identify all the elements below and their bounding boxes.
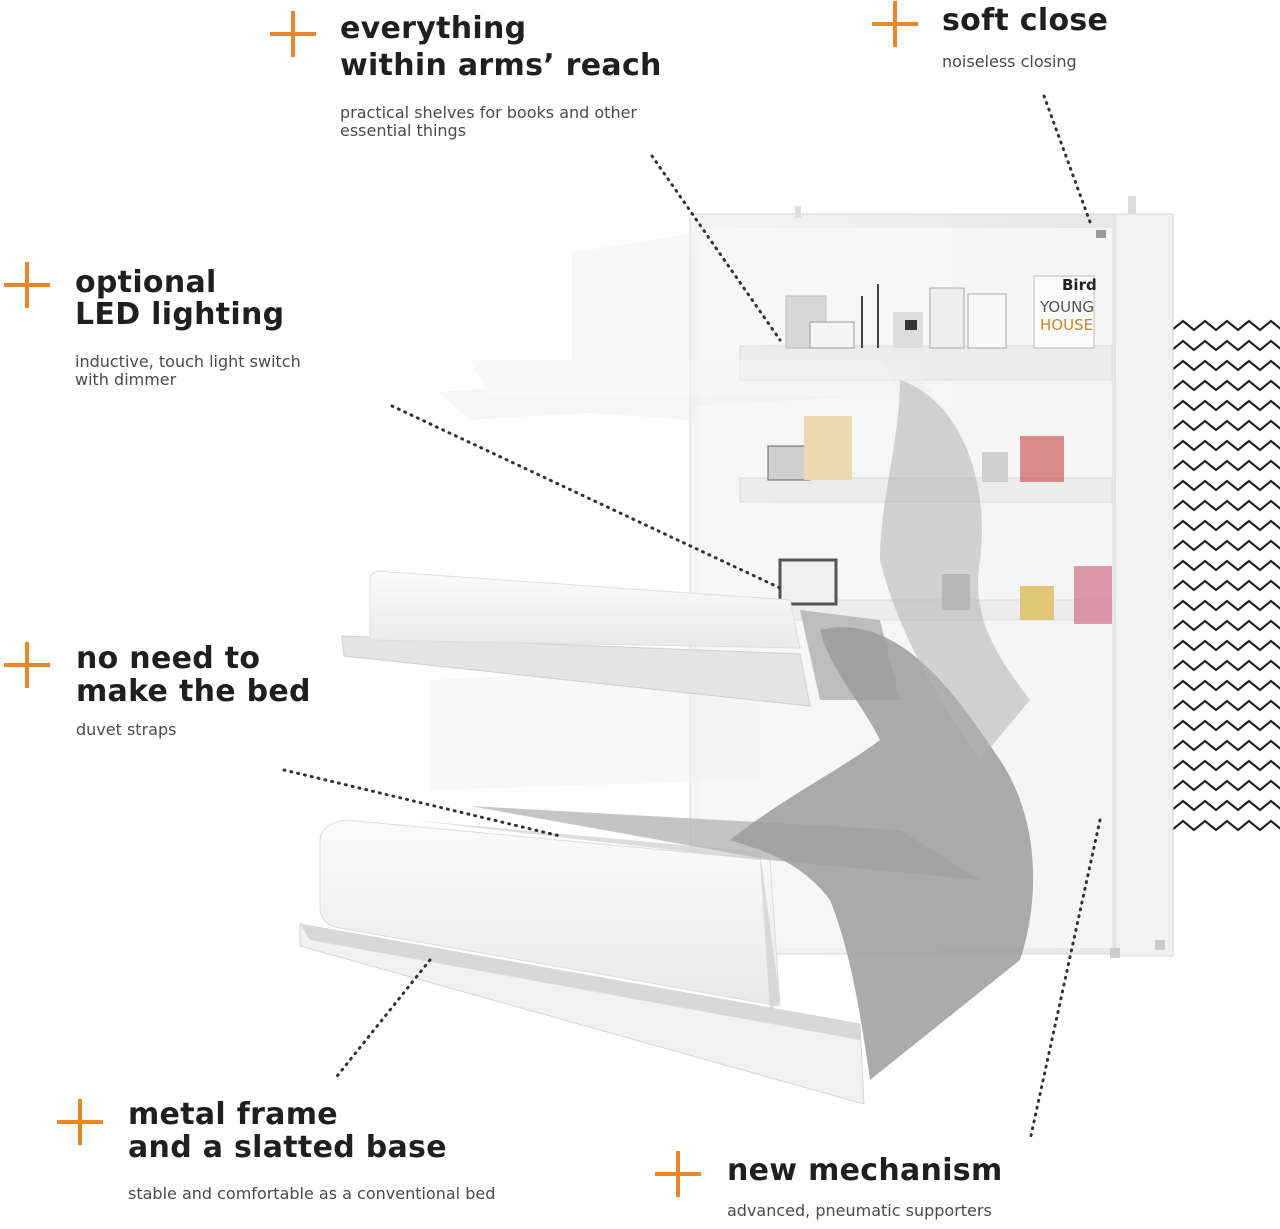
zigzag-line bbox=[1171, 679, 1280, 692]
feature-title-line2: and a slatted base bbox=[128, 1130, 447, 1165]
zigzag-line bbox=[1171, 359, 1280, 372]
plus-icon bbox=[872, 1, 918, 47]
zigzag-line bbox=[1171, 819, 1280, 832]
book-title: Bird bbox=[1062, 276, 1097, 294]
feature-description-line1: advanced, pneumatic supporters bbox=[727, 1201, 992, 1220]
feature-description-line1: inductive, touch light switch bbox=[75, 352, 301, 371]
feature-title-line1: no need to bbox=[76, 641, 261, 676]
feature-description-line1: noiseless closing bbox=[942, 52, 1077, 71]
plus-icon bbox=[4, 642, 50, 688]
zigzag-line bbox=[1171, 639, 1280, 652]
bed-motion-ghosts bbox=[430, 234, 932, 790]
feature-description-line1: practical shelves for books and other bbox=[340, 103, 638, 122]
book-title-3: HOUSE bbox=[1040, 316, 1093, 334]
zigzag-line bbox=[1171, 579, 1280, 592]
zigzag-line bbox=[1171, 599, 1280, 612]
feature-title-line1: new mechanism bbox=[727, 1153, 1003, 1188]
zigzag-line bbox=[1171, 719, 1280, 732]
leader-lines bbox=[282, 94, 1102, 1142]
zigzag-line bbox=[1171, 759, 1280, 772]
zigzag-line bbox=[1171, 739, 1280, 752]
zigzag-line bbox=[1171, 539, 1280, 552]
zigzag-line bbox=[1171, 699, 1280, 712]
feature-description-line2: essential things bbox=[340, 121, 467, 140]
plus-icon bbox=[655, 1151, 701, 1197]
feature-title-line1: everything bbox=[340, 11, 527, 46]
zigzag-line bbox=[1171, 799, 1280, 812]
feature-title-line2: within arms’ reach bbox=[340, 48, 662, 83]
zigzag-line bbox=[1171, 419, 1280, 432]
feature-title-line2: make the bed bbox=[76, 674, 311, 709]
zigzag-line bbox=[1171, 459, 1280, 472]
zigzag-line bbox=[1171, 619, 1280, 632]
plus-icon bbox=[57, 1099, 103, 1145]
plus-icon bbox=[4, 262, 50, 308]
feature-title-line2: LED lighting bbox=[75, 297, 285, 332]
zigzag-line bbox=[1171, 339, 1280, 352]
feature-description-line2: with dimmer bbox=[75, 370, 177, 389]
feature-title-line1: optional bbox=[75, 265, 217, 300]
book-title-2: YOUNG bbox=[1039, 298, 1094, 316]
zigzag-line bbox=[1171, 499, 1280, 512]
blanket bbox=[730, 380, 1034, 1080]
feature-description-line1: stable and comfortable as a conventional… bbox=[128, 1184, 496, 1203]
zigzag-line bbox=[1171, 439, 1280, 452]
zigzag-line bbox=[1171, 559, 1280, 572]
feature-title-line1: soft close bbox=[942, 3, 1109, 38]
feature-title-line1: metal frame bbox=[128, 1097, 338, 1132]
plus-icon bbox=[270, 11, 316, 57]
zigzag-line bbox=[1171, 319, 1280, 332]
zigzag-line bbox=[1171, 779, 1280, 792]
zigzag-line bbox=[1171, 659, 1280, 672]
feature-description-line1: duvet straps bbox=[76, 720, 177, 739]
zigzag-line bbox=[1171, 399, 1280, 412]
zigzag-line bbox=[1171, 519, 1280, 532]
zigzag-wall-pattern bbox=[1171, 319, 1280, 832]
zigzag-line bbox=[1171, 379, 1280, 392]
zigzag-line bbox=[1171, 479, 1280, 492]
